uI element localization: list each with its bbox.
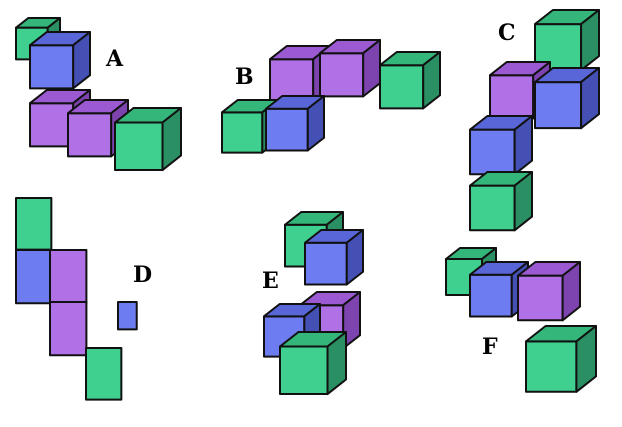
shape-a-cube-5 bbox=[114, 107, 182, 172]
label-c: C bbox=[498, 20, 516, 46]
shape-c-cube-1 bbox=[534, 9, 600, 72]
shape-d-cube-5 bbox=[117, 301, 138, 331]
shape-f: F bbox=[445, 247, 597, 393]
shape-a: A bbox=[15, 17, 182, 172]
shape-d-cube-1 bbox=[15, 197, 53, 251]
shape-b: B bbox=[221, 39, 441, 154]
shape-e-cube-2 bbox=[304, 229, 364, 286]
shape-b-cube-3 bbox=[379, 51, 441, 110]
shape-d-cube-3 bbox=[49, 249, 88, 305]
shape-c-cube-4 bbox=[469, 115, 533, 176]
shape-b-cube-2 bbox=[319, 39, 381, 98]
shape-f-cube-4 bbox=[525, 325, 597, 393]
label-d: D bbox=[133, 262, 152, 288]
shape-d: D bbox=[15, 197, 152, 401]
label-f: F bbox=[482, 334, 498, 360]
shape-a-cube-2 bbox=[29, 31, 91, 90]
label-e: E bbox=[262, 268, 279, 294]
shape-e-cube-5 bbox=[279, 331, 347, 396]
shape-c-cube-5 bbox=[469, 171, 533, 232]
shape-b-cube-5 bbox=[265, 95, 325, 152]
shape-d-cube-6 bbox=[85, 347, 123, 401]
shape-d-cube-4 bbox=[49, 301, 88, 357]
shape-e: E bbox=[262, 211, 364, 396]
shape-f-cube-3 bbox=[517, 261, 581, 322]
label-b: B bbox=[235, 64, 254, 90]
shape-c-cube-3 bbox=[534, 67, 600, 130]
shape-d-cube-2 bbox=[15, 249, 54, 305]
shape-c: C bbox=[469, 9, 600, 232]
shape-f-cube-2 bbox=[469, 261, 529, 318]
label-a: A bbox=[105, 46, 124, 72]
